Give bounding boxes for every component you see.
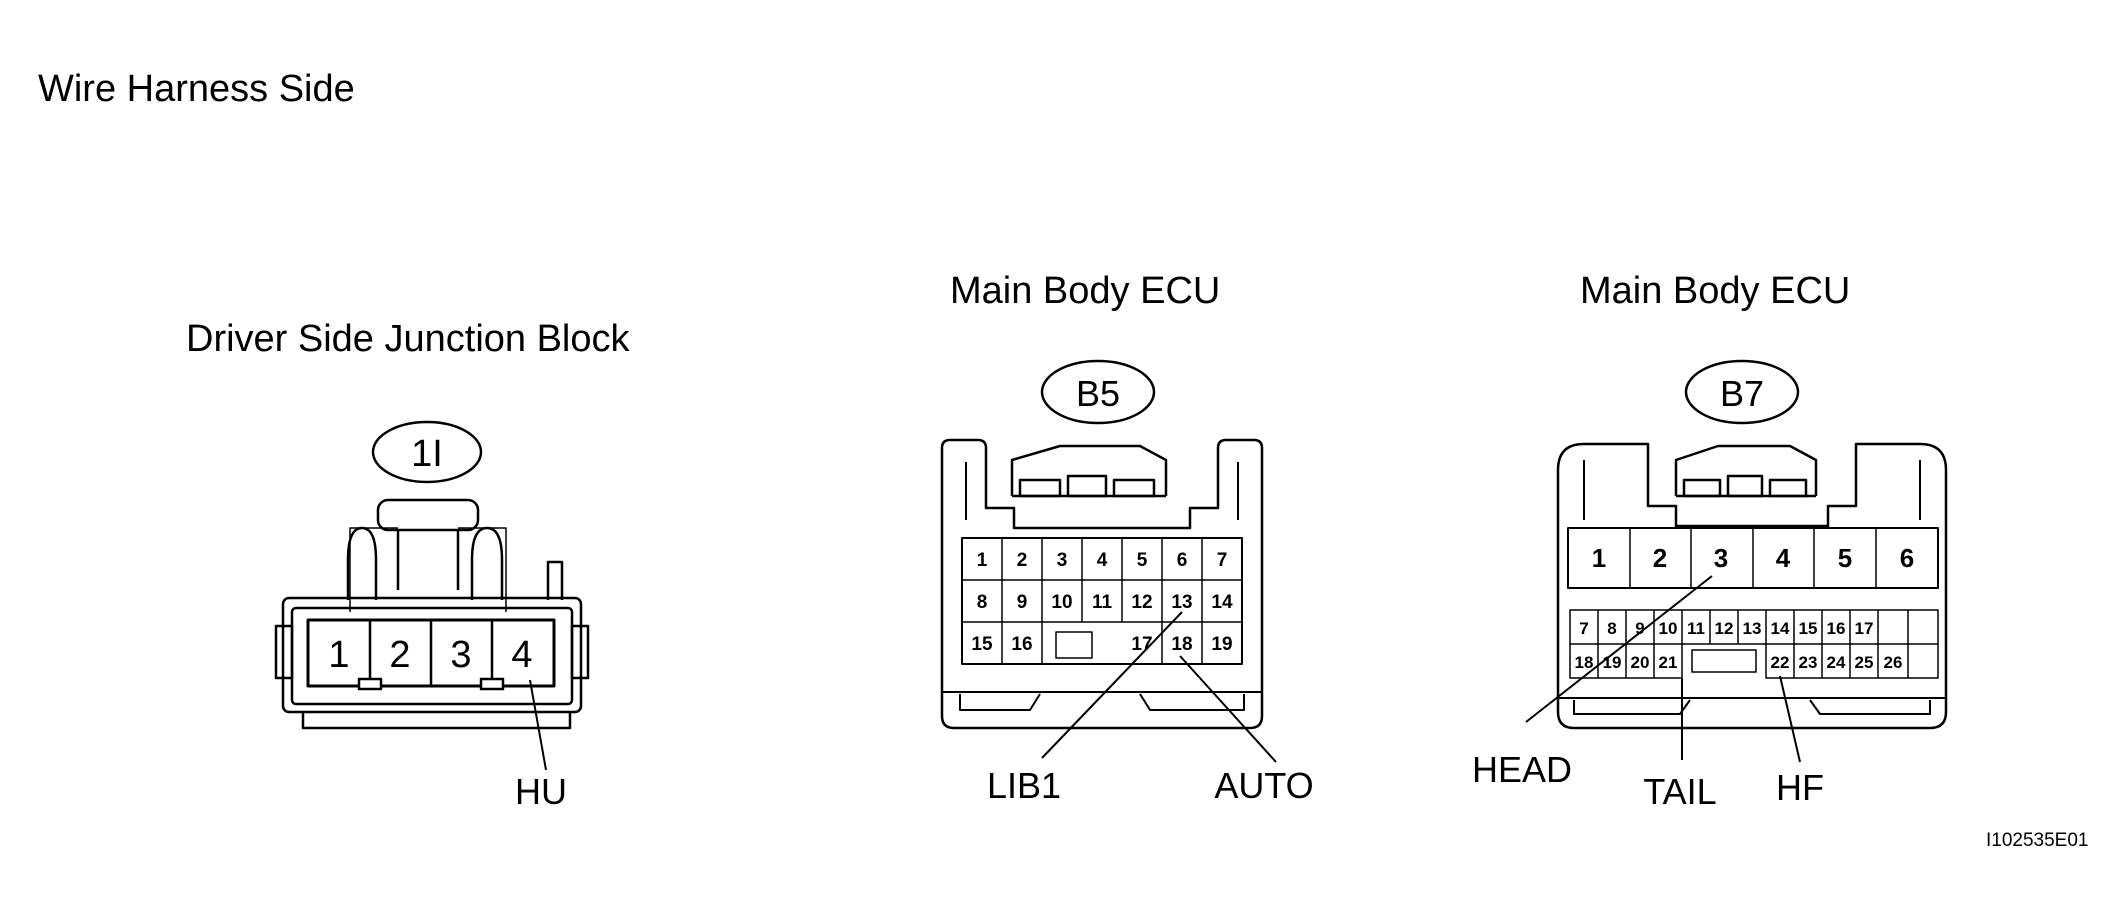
pin-b5-4: 4 xyxy=(1097,550,1108,571)
signal-label-head: HEAD xyxy=(1472,749,1572,790)
pin-b7-3: 3 xyxy=(1714,543,1728,573)
pin-b7-1: 1 xyxy=(1592,543,1606,573)
signal-label-hf: HF xyxy=(1776,767,1824,808)
pin-b5-7: 7 xyxy=(1217,550,1228,571)
pin-1i-2: 2 xyxy=(389,634,410,676)
signal-label-lib1: LIB1 xyxy=(987,765,1061,806)
pin-b7-14: 14 xyxy=(1771,619,1790,638)
pin-b5-11: 11 xyxy=(1092,592,1113,613)
connector-code-b5: B5 xyxy=(1076,373,1120,414)
pin-b5-3: 3 xyxy=(1057,550,1068,571)
pin-b7-18: 18 xyxy=(1575,653,1594,672)
pin-b5-5: 5 xyxy=(1137,550,1148,571)
connector-name-ecu-b5: Main Body ECU xyxy=(950,270,1221,312)
pin-b7-22: 22 xyxy=(1771,653,1790,672)
connector-1i: 1I 1 2 3 4 HU xyxy=(274,420,590,812)
connector-code-1i: 1I xyxy=(411,433,443,475)
pin-b7-10: 10 xyxy=(1659,619,1678,638)
pin-b7-8: 8 xyxy=(1607,619,1616,638)
connector-b5: B5 1 2 3 4 5 6 7 8 9 10 xyxy=(940,359,1314,806)
pin-b5-14: 14 xyxy=(1211,592,1233,613)
connector-code-bubble-b7 xyxy=(1684,359,1800,425)
pin-1i-4: 4 xyxy=(511,634,532,676)
connector-code-b7: B7 xyxy=(1720,373,1764,414)
connector-name-junction-block: Driver Side Junction Block xyxy=(186,318,630,360)
pin-b7-11: 11 xyxy=(1687,619,1705,638)
signal-label-auto: AUTO xyxy=(1214,765,1313,806)
pin-b5-12: 12 xyxy=(1131,592,1152,613)
pin-b7-15: 15 xyxy=(1799,619,1818,638)
pin-b5-17: 17 xyxy=(1131,634,1152,655)
pin-b7-7: 7 xyxy=(1579,619,1588,638)
pin-b7-12: 12 xyxy=(1715,619,1734,638)
pin-b7-4: 4 xyxy=(1776,543,1791,573)
connector-code-bubble-b5 xyxy=(1040,359,1156,425)
pin-b5-19: 19 xyxy=(1211,634,1232,655)
pin-b5-2: 2 xyxy=(1017,550,1028,571)
pin-b5-18: 18 xyxy=(1171,634,1192,655)
pin-b7-24: 24 xyxy=(1827,653,1846,672)
connector-b7: B7 1 2 3 4 5 6 xyxy=(1472,359,1948,812)
pin-1i-1: 1 xyxy=(328,634,349,676)
pin-b7-17: 17 xyxy=(1855,619,1874,638)
pin-b7-9: 9 xyxy=(1635,619,1644,638)
pin-b5-15: 15 xyxy=(971,634,993,655)
pin-b5-8: 8 xyxy=(977,592,988,613)
pin-b7-26: 26 xyxy=(1884,653,1903,672)
pin-b5-10: 10 xyxy=(1051,592,1072,613)
pin-b7-25: 25 xyxy=(1855,653,1874,672)
pin-b7-2: 2 xyxy=(1653,543,1667,573)
pin-b7-23: 23 xyxy=(1799,653,1818,672)
pin-b7-6: 6 xyxy=(1900,543,1914,573)
pin-b7-19: 19 xyxy=(1603,653,1622,672)
signal-label-hu: HU xyxy=(515,771,567,812)
pin-1i-3: 3 xyxy=(450,634,471,676)
connector-name-ecu-b7: Main Body ECU xyxy=(1580,270,1851,312)
connector-code-bubble-1i xyxy=(371,420,483,484)
pin-b7-5: 5 xyxy=(1838,543,1852,573)
pin-b5-9: 9 xyxy=(1017,592,1028,613)
signal-label-tail: TAIL xyxy=(1643,771,1716,812)
pin-b5-1: 1 xyxy=(977,550,988,571)
image-code: I102535E01 xyxy=(1986,830,2089,851)
page-title: Wire Harness Side xyxy=(38,68,355,110)
pin-b7-21: 21 xyxy=(1659,653,1678,672)
pin-b7-20: 20 xyxy=(1631,653,1650,672)
pin-b5-13: 13 xyxy=(1171,592,1192,613)
pin-b5-16: 16 xyxy=(1011,634,1032,655)
pin-b5-6: 6 xyxy=(1177,550,1188,571)
pin-b7-13: 13 xyxy=(1743,619,1762,638)
pin-b7-16: 16 xyxy=(1827,619,1846,638)
